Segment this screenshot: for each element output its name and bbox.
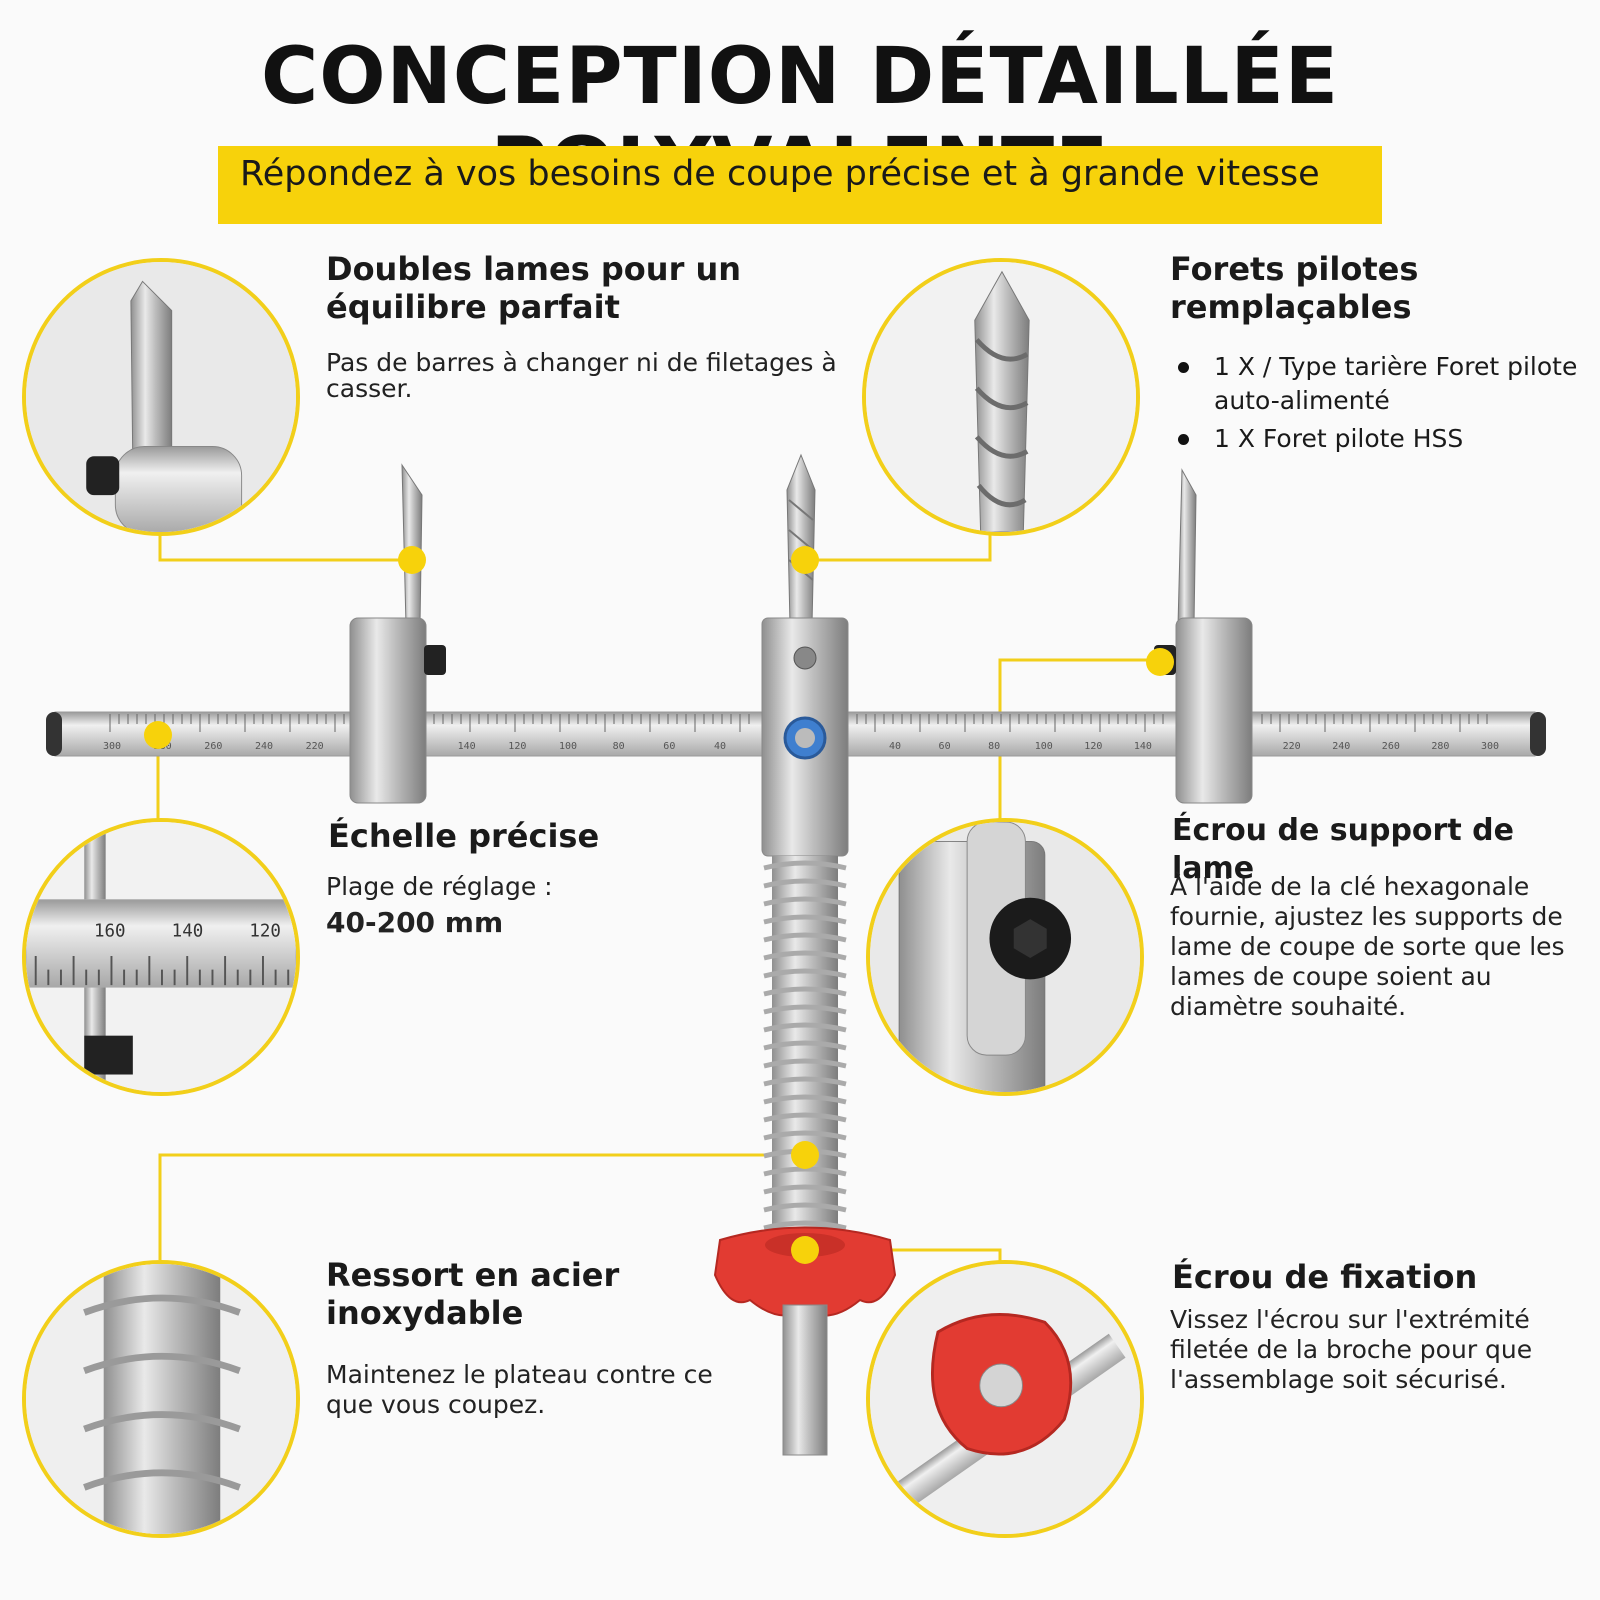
spindle-shank (782, 1304, 828, 1456)
right-blade-holder (1175, 617, 1253, 804)
left-blade (401, 463, 423, 626)
right-ruler-label: 80 (988, 741, 1000, 752)
spring-text: Maintenez le plateau contre ce que vous … (326, 1360, 713, 1419)
right-ruler-label: 220 (1283, 741, 1301, 752)
drills-heading: Forets pilotes remplaçables (1170, 250, 1419, 326)
scale-range: 40-200 mm (326, 906, 504, 939)
left-blade-holder (349, 617, 427, 804)
spring-detail-circle (22, 1260, 300, 1538)
drills-bullet-item: 1 X Foret pilote HSS (1170, 422, 1590, 456)
left-ruler-label: 140 (458, 741, 476, 752)
right-ruler-label: 300 (1481, 741, 1499, 752)
right-ruler-label: 140 (1134, 741, 1152, 752)
right-ruler-label: 60 (939, 741, 951, 752)
right-ruler-label: 240 (1332, 741, 1350, 752)
drills-bullet-item: 1 X / Type tarière Foret pilote auto-ali… (1170, 350, 1590, 418)
left-ruler-label: 240 (255, 741, 273, 752)
zoom-label-1: 140 (172, 922, 204, 942)
left-ruler-label: 60 (663, 741, 675, 752)
left-ruler-label: 300 (103, 741, 121, 752)
blade-nut-detail-circle (866, 818, 1144, 1096)
fix-nut-heading: Écrou de fixation (1172, 1258, 1478, 1296)
fixing-knob (713, 1226, 897, 1317)
blades-heading: Doubles lames pour un équilibre parfait (326, 250, 742, 326)
blade-nut-heading: Écrou de support de lame (1172, 813, 1514, 886)
subtitle-banner: Répondez à vos besoins de coupe précise … (218, 146, 1382, 224)
left-ruler-label: 120 (508, 741, 526, 752)
right-blade (1177, 468, 1197, 626)
scale-heading: Échelle précise (328, 817, 600, 855)
zoom-label-0: 160 (94, 922, 126, 942)
callout-dots (144, 546, 1174, 1264)
spring (763, 860, 847, 1231)
scale-text: Plage de réglage : (326, 872, 553, 901)
left-ruler-label: 80 (613, 741, 625, 752)
right-ruler-label: 280 (1431, 741, 1449, 752)
fix-nut-text: Vissez l'écrou sur l'extrémité filetée d… (1170, 1305, 1533, 1394)
scale-detail-circle: 160 140 120 (22, 818, 300, 1096)
blade-nut-text: À l'aide de la clé hexagonale fournie, a… (1170, 872, 1565, 1021)
left-ruler-label: 40 (714, 741, 726, 752)
spring-heading: Ressort en acier inoxydable (326, 1256, 620, 1332)
right-ruler-label: 260 (1382, 741, 1400, 752)
left-ruler-label: 100 (559, 741, 577, 752)
drill-detail-circle (862, 258, 1140, 536)
subtitle-text: Répondez à vos besoins de coupe précise … (240, 154, 1320, 194)
left-ruler-label: 260 (204, 741, 222, 752)
blades-text: Pas de barres à changer ni de filetages … (326, 348, 837, 403)
blade-detail-circle (22, 258, 300, 536)
zoom-label-2: 120 (249, 922, 281, 942)
fix-nut-detail-circle (866, 1260, 1144, 1538)
right-ruler-label: 120 (1084, 741, 1102, 752)
right-ruler-label: 40 (889, 741, 901, 752)
drills-bullet-list: 1 X / Type tarière Foret pilote auto-ali… (1170, 350, 1590, 456)
left-ruler-label: 220 (306, 741, 324, 752)
right-ruler-label: 100 (1035, 741, 1053, 752)
